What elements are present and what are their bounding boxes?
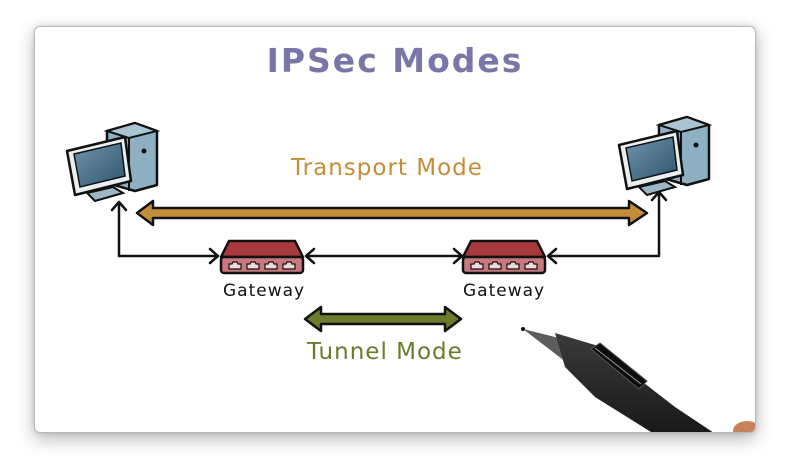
gateway-to-gateway-thin-arrow — [304, 247, 464, 265]
slide-frame: IPSec Modes Transport Mode Gateway Gatew… — [34, 26, 756, 433]
stylus-pen-icon — [521, 327, 755, 432]
computer-right-icon — [617, 115, 713, 197]
page-title: IPSec Modes — [266, 41, 524, 80]
computer-left-icon — [65, 121, 161, 203]
gateway-left-label: Gateway — [223, 281, 306, 301]
transport-mode-arrow — [135, 199, 649, 227]
gateway-right-label: Gateway — [463, 281, 546, 301]
gateway-right-icon — [461, 239, 547, 275]
host-left-to-gateway-left-arrow — [110, 200, 220, 265]
transport-mode-label: Transport Mode — [291, 155, 483, 181]
tunnel-mode-label: Tunnel Mode — [307, 339, 463, 365]
gateway-left-icon — [219, 239, 305, 275]
diagram-canvas — [65, 115, 755, 432]
tunnel-mode-arrow — [303, 305, 463, 333]
gateway-right-to-host-right-arrow — [546, 190, 668, 265]
